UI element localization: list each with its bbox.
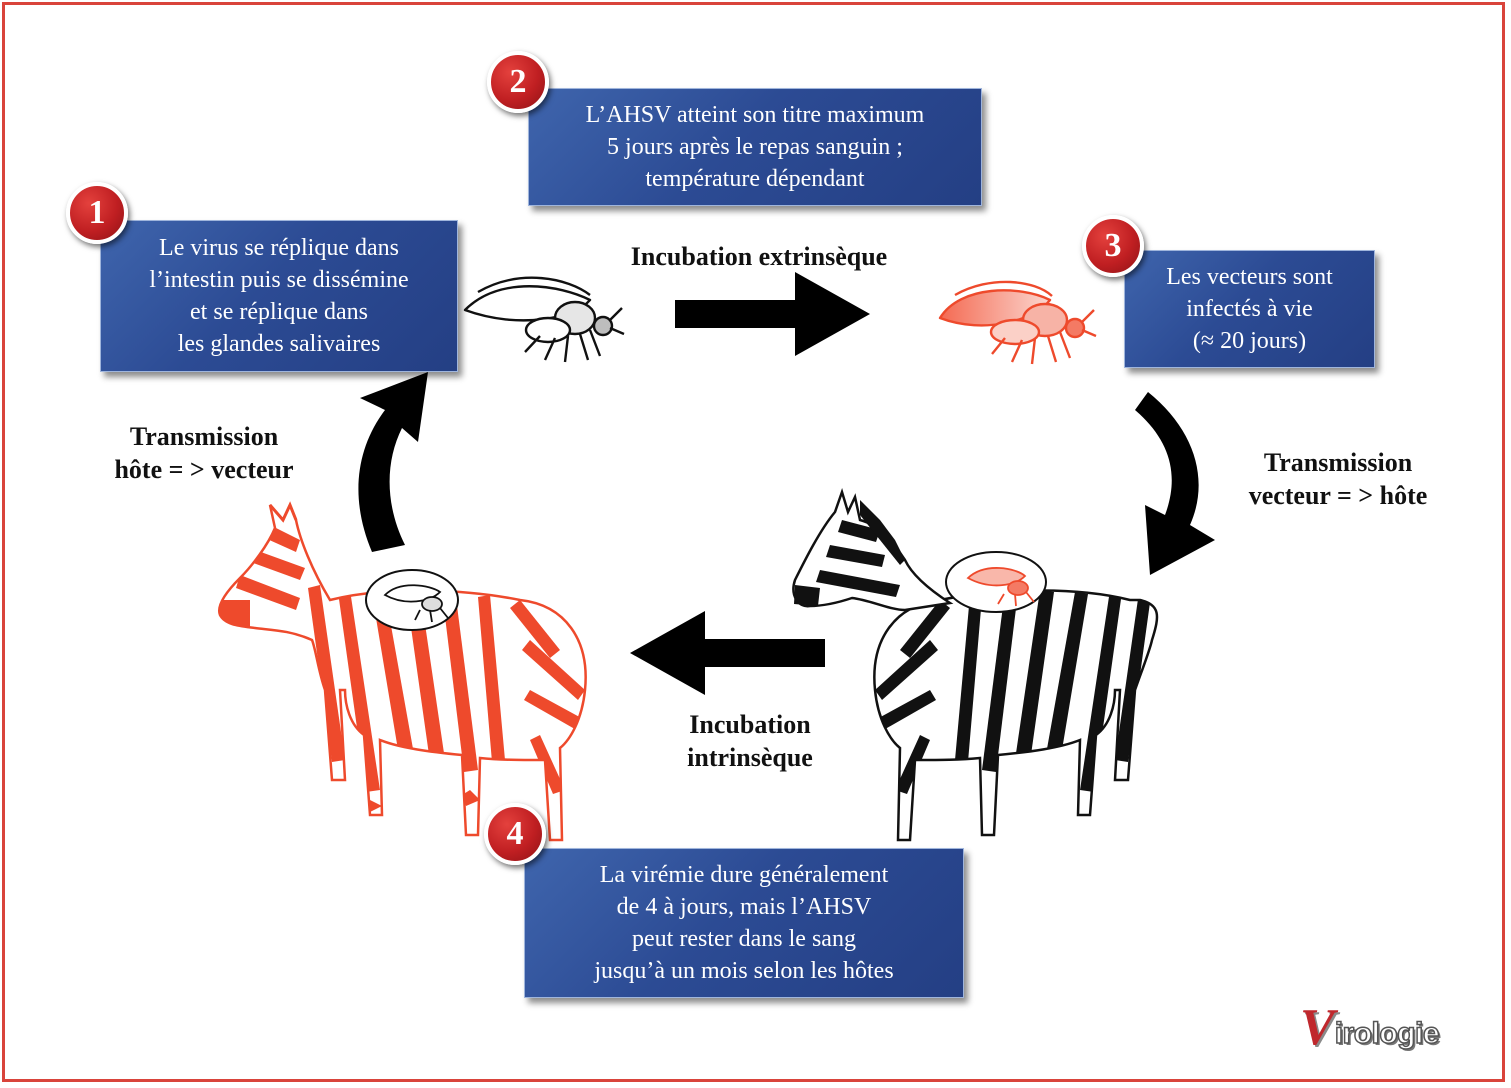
- step-1-line: Le virus se réplique dans: [159, 235, 399, 261]
- logo-letter: V: [1300, 999, 1335, 1056]
- step-2-line: 5 jours après le repas sanguin ;: [607, 134, 903, 160]
- arrow-vector-to-host-icon: [1135, 392, 1215, 575]
- label-line: Incubation extrinsèque: [630, 242, 888, 271]
- step-1-line: l’intestin puis se dissémine: [149, 267, 409, 293]
- label-extrinsic-incubation: Incubation extrinsèque: [600, 240, 918, 273]
- label-line: hôte = > vecteur: [114, 455, 294, 484]
- label-host-to-vector: Transmission hôte = > vecteur: [82, 420, 326, 486]
- step-3-badge: 3: [1082, 215, 1144, 277]
- arrow-intrinsic-icon: [630, 611, 825, 695]
- step-2-line: L’AHSV atteint son titre maximum: [585, 102, 925, 128]
- label-line: intrinsèque: [687, 743, 813, 772]
- step-2-box: L’AHSV atteint son titre maximum 5 jours…: [528, 88, 982, 206]
- step-1-badge: 1: [66, 182, 128, 244]
- label-line: vecteur = > hôte: [1248, 481, 1428, 510]
- label-line: Transmission: [1263, 448, 1413, 477]
- step-4-badge: 4: [484, 803, 546, 865]
- logo-text: irologie: [1334, 1016, 1440, 1051]
- step-4-line: La virémie dure généralement: [599, 862, 889, 888]
- step-1-box: Le virus se réplique dans l’intestin pui…: [100, 220, 458, 372]
- step-3-line: infectés à vie: [1186, 296, 1313, 322]
- virologie-logo: V irologie: [1300, 999, 1440, 1056]
- label-vector-to-host: Transmission vecteur = > hôte: [1218, 446, 1458, 512]
- step-3-box: Les vecteurs sont infectés à vie (≈ 20 j…: [1124, 250, 1375, 368]
- label-intrinsic-incubation: Incubation intrinsèque: [660, 708, 840, 774]
- label-line: Incubation: [689, 710, 811, 739]
- midge-icon: [463, 276, 625, 363]
- step-1-line: et se réplique dans: [190, 299, 368, 325]
- step-3-line: Les vecteurs sont: [1166, 264, 1333, 290]
- step-2-line: température dépendant: [645, 166, 865, 192]
- step-4-line: jusqu’à un mois selon les hôtes: [594, 958, 894, 984]
- infected-midge-icon: [938, 280, 1097, 365]
- arrow-extrinsic-icon: [675, 272, 870, 356]
- step-2-badge: 2: [487, 51, 549, 113]
- step-4-box: La virémie dure généralement de 4 à jour…: [524, 848, 964, 998]
- arrow-host-to-vector-icon: [358, 372, 428, 552]
- zebra-icon: [792, 487, 1159, 842]
- label-line: Transmission: [129, 422, 279, 451]
- step-4-line: peut rester dans le sang: [632, 926, 856, 952]
- step-4-line: de 4 à jours, mais l’AHSV: [616, 894, 872, 920]
- step-3-line: (≈ 20 jours): [1192, 328, 1307, 354]
- infected-zebra-icon: [217, 501, 587, 842]
- step-1-line: les glandes salivaires: [177, 331, 381, 357]
